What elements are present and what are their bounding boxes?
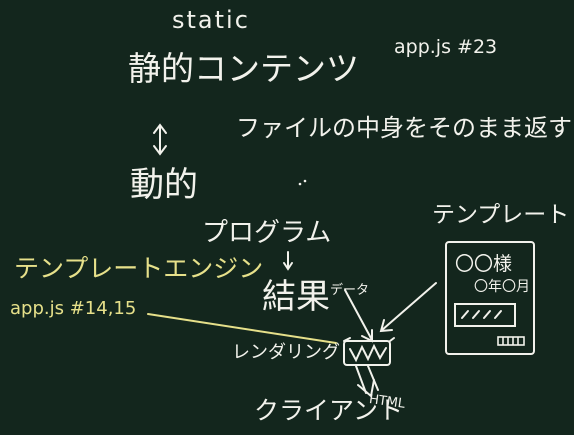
data-label: データ bbox=[330, 283, 370, 298]
static-en-label: static bbox=[172, 6, 250, 34]
chalk-dots bbox=[298, 179, 307, 186]
template-placeholder-date: 〇年〇月 bbox=[474, 279, 530, 295]
template-bars bbox=[497, 336, 525, 346]
result-label: 結果 bbox=[262, 277, 330, 317]
rendering-engine-box bbox=[343, 337, 395, 366]
client-label: クライアント bbox=[254, 396, 404, 425]
template-label: テンプレート bbox=[432, 202, 570, 228]
static-jp-label: 静的コンテンツ bbox=[128, 49, 359, 88]
client-output-arrow bbox=[355, 365, 379, 398]
template-placeholder-name: 〇〇様 bbox=[455, 253, 513, 275]
static-desc-label: ファイルの中身をそのまま返す bbox=[236, 114, 572, 142]
dynamic-jp-label: 動的 bbox=[130, 165, 198, 205]
ref-top-label: app.js #23 bbox=[394, 36, 498, 58]
rendering-label: レンダリング bbox=[232, 342, 340, 363]
ref-left-label: app.js #14,15 bbox=[10, 298, 137, 319]
template-document bbox=[445, 241, 535, 355]
engine-pointer-line bbox=[147, 313, 337, 344]
template-engine-label: テンプレートエンジン bbox=[14, 254, 264, 283]
static-dynamic-arrow bbox=[153, 123, 167, 156]
program-result-arrow bbox=[283, 251, 293, 271]
template-rendering-arrow bbox=[379, 282, 437, 333]
program-label: プログラム bbox=[202, 218, 332, 248]
